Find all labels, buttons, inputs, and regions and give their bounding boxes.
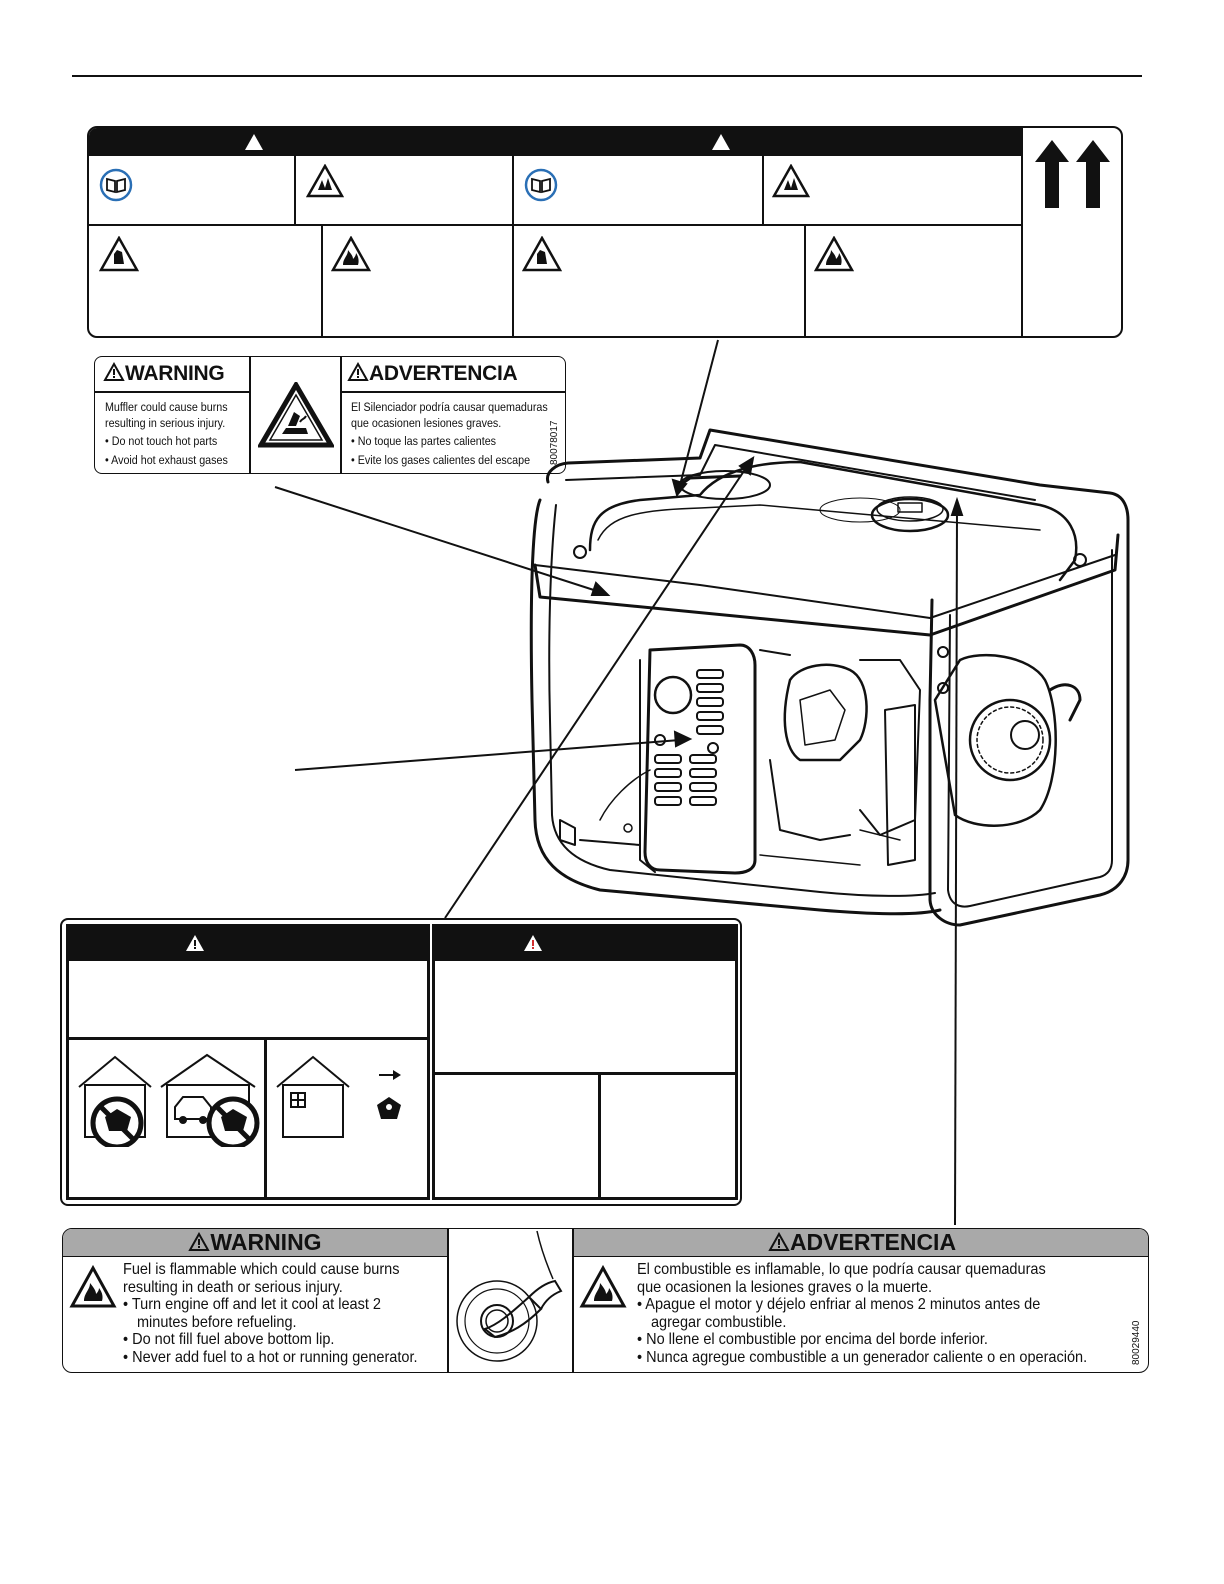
exhaust-warning-en-panel bbox=[66, 924, 430, 1200]
muffler-warning-heading: WARNING bbox=[103, 361, 225, 386]
muffler-warning-text-en: Muffler could cause burns resulting in s… bbox=[105, 400, 228, 467]
alert-triangle-icon bbox=[245, 134, 263, 150]
fuel-part-number: 80029440 bbox=[1131, 1320, 1142, 1366]
fuel-advertencia-heading: ADVERTENCIA bbox=[574, 1229, 1148, 1257]
outdoor-use-icon bbox=[276, 1055, 401, 1138]
fire-icon bbox=[579, 1265, 627, 1308]
exhaust-warning-es-panel bbox=[432, 924, 738, 1200]
fuel-warning-text-en: Fuel is flammable which could cause burn… bbox=[123, 1261, 418, 1366]
fuel-warning-decal: WARNING ADVERTENCIA Fuel is flammable wh… bbox=[62, 1228, 1149, 1373]
alert-triangle-icon bbox=[347, 361, 369, 381]
exhaust-warning-decal bbox=[60, 918, 742, 1206]
muffler-advertencia-heading: ADVERTENCIA bbox=[347, 361, 518, 386]
alert-triangle-icon bbox=[524, 935, 542, 951]
hot-surface-icon bbox=[258, 382, 334, 448]
hand-burn-icon bbox=[99, 236, 139, 272]
up-arrows-icon bbox=[1035, 140, 1110, 208]
manual-icon bbox=[524, 168, 558, 202]
fire-icon bbox=[331, 236, 371, 272]
top-decal-header-bar bbox=[89, 128, 1021, 156]
hand-burn-icon bbox=[522, 236, 562, 272]
fire-icon bbox=[69, 1265, 117, 1308]
muffler-warning-text-es: El Silenciador podría causar quemaduras … bbox=[351, 400, 548, 467]
alert-triangle-icon bbox=[186, 935, 204, 951]
alert-triangle-icon bbox=[103, 361, 125, 381]
fuel-warning-heading: WARNING bbox=[63, 1229, 447, 1257]
explosion-icon bbox=[772, 164, 810, 198]
alert-triangle-icon bbox=[712, 134, 730, 150]
muffler-warning-decal: WARNING Muffler could cause burns result… bbox=[94, 356, 566, 474]
alert-triangle-icon bbox=[188, 1231, 211, 1251]
fuel-warning-text-es: El combustible es inflamable, lo que pod… bbox=[637, 1261, 1088, 1366]
fire-icon bbox=[814, 236, 854, 272]
no-indoor-use-icon bbox=[78, 1053, 260, 1147]
explosion-icon bbox=[306, 164, 344, 198]
alert-triangle-icon bbox=[768, 1231, 790, 1251]
top-warning-decal bbox=[87, 126, 1123, 338]
fuel-fill-icon bbox=[456, 1230, 563, 1362]
top-rule bbox=[72, 75, 1142, 77]
manual-icon bbox=[99, 168, 133, 202]
